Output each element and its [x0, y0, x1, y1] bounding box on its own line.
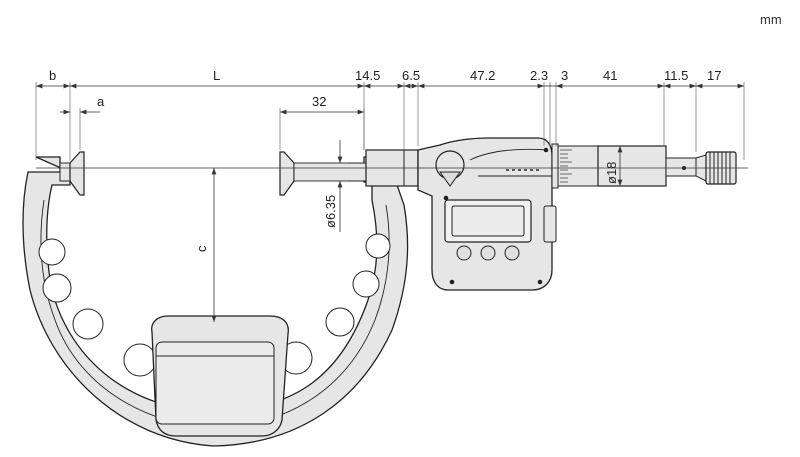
label-a: a — [97, 94, 105, 109]
label-17: 17 — [707, 68, 721, 83]
spindle-shaft — [293, 162, 367, 182]
insulator-inner — [155, 341, 275, 425]
thimble-ring — [551, 143, 559, 189]
lcd-display — [451, 205, 525, 237]
frame-hole — [42, 273, 72, 303]
thimble-graduations — [560, 149, 572, 183]
label-41: 41 — [603, 68, 617, 83]
side-switch — [543, 205, 557, 243]
frame-hole — [325, 307, 355, 337]
screw — [449, 279, 455, 285]
spindle-disc — [279, 151, 295, 196]
extension-lines — [35, 82, 745, 160]
label-b: b — [49, 68, 56, 83]
button-icon — [456, 245, 472, 261]
label-phi6-35: ø6.35 — [323, 195, 338, 228]
screw — [537, 279, 543, 285]
button-icon — [504, 245, 520, 261]
label-3: 3 — [561, 68, 568, 83]
screw — [443, 195, 449, 201]
label-6-5: 6.5 — [402, 68, 420, 83]
label-L: L — [213, 68, 220, 83]
unit-label: mm — [760, 12, 782, 27]
label-phi18: ø18 — [604, 162, 619, 184]
label-2-3: 2.3 — [530, 68, 548, 83]
head-bevel — [469, 148, 549, 161]
label-c: c — [194, 245, 209, 252]
frame-hole — [38, 238, 66, 266]
frame-hole — [352, 270, 380, 298]
label-14-5: 14.5 — [355, 68, 380, 83]
label-47-2: 47.2 — [470, 68, 495, 83]
button-icon — [480, 245, 496, 261]
ratchet-neck — [665, 157, 697, 177]
frame-hole — [72, 308, 104, 340]
frame-hole — [365, 233, 391, 259]
anvil-disc — [69, 151, 85, 196]
clamp-lever — [439, 171, 461, 187]
label-32: 32 — [312, 94, 326, 109]
label-11-5: 11.5 — [664, 68, 688, 83]
screw — [543, 147, 549, 153]
frame-hole — [123, 343, 157, 377]
